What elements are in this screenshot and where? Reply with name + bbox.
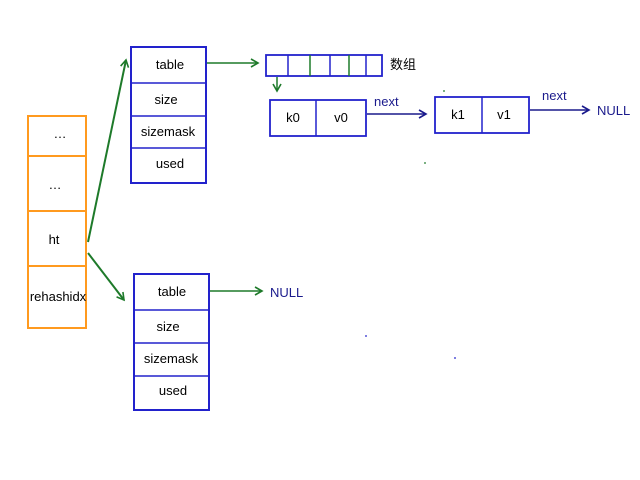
dict-box [27,115,87,329]
dict-field-ellipsis-1: … [54,126,67,141]
stray-dot [424,162,426,164]
entry-node-1: k1 v1 [434,96,530,134]
arrow-ht-to-ht1 [87,252,125,302]
entry1-key: k1 [451,107,465,122]
array-label: 数组 [390,58,416,73]
entry0-value: v0 [334,110,348,125]
dict-field-ht: ht [49,232,60,247]
ht0-struct: table size sizemask used [130,46,207,184]
arrow-ht-to-ht0 [87,58,130,243]
entry1-value: v1 [497,107,511,122]
dict-field-ellipsis-2: … [49,177,62,192]
ht0-field-sizemask: sizemask [141,124,196,139]
ht1-field-size: size [156,319,179,334]
stray-dot [365,335,367,337]
next-label-2: next [542,88,567,103]
bucket-array [265,54,383,77]
bucket-array-box [265,54,383,77]
ht1-field-sizemask: sizemask [144,351,199,366]
dict-struct: … … ht rehashidx [27,115,87,329]
ht1-field-table: table [158,284,186,299]
ht0-field-table: table [156,57,184,72]
ht0-field-used: used [156,156,184,171]
null-label-1: NULL [597,103,630,118]
ht0-box [130,46,207,184]
ht0-field-size: size [154,92,177,107]
next-label-1: next [374,94,399,109]
stray-dot [443,90,445,92]
entry-node-0: k0 v0 [269,99,367,137]
dict-field-rehashidx: rehashidx [30,289,87,304]
ht1-field-used: used [159,383,187,398]
stray-dot [454,357,456,359]
entry0-key: k0 [286,110,300,125]
ht1-struct: table size sizemask used [133,273,210,411]
ht1-box [133,273,210,411]
entry0-box [269,99,367,137]
null-label-2: NULL [270,285,303,300]
